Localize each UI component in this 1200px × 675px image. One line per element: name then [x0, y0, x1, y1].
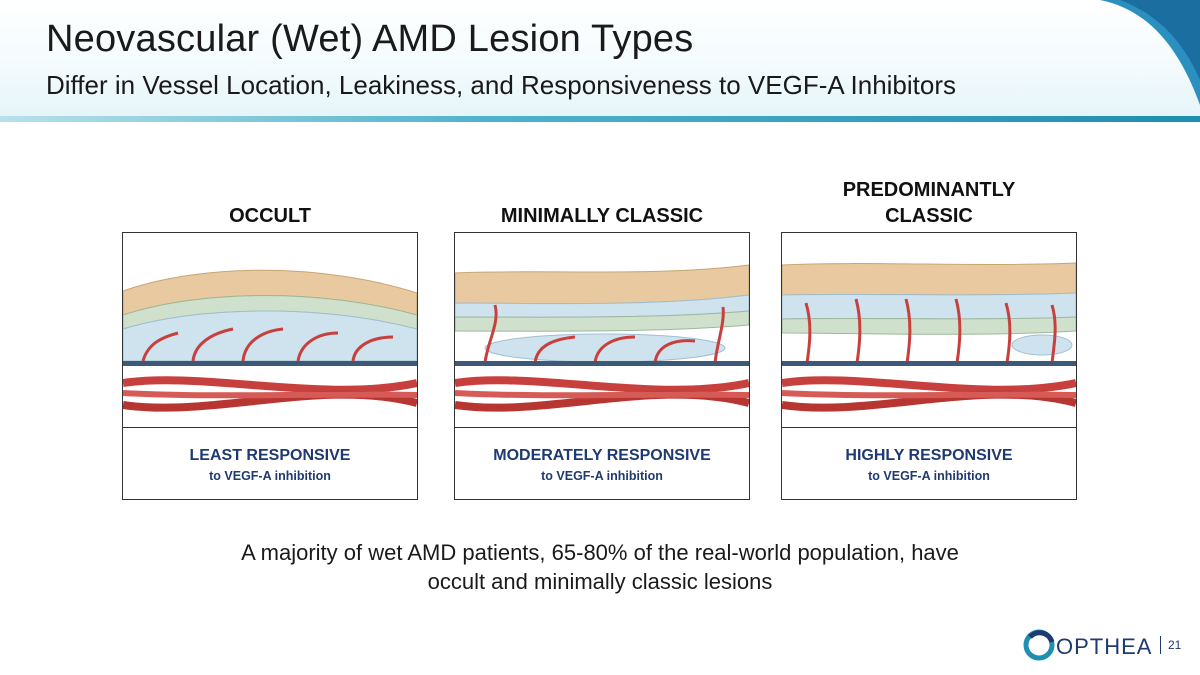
response-sublabel: to VEGF-A inhibition	[209, 469, 331, 483]
logo-wordmark: OPTHEA	[1056, 634, 1153, 659]
panel-heading-text: PREDOMINANTLY	[842, 179, 1016, 201]
summary-text: A majority of wet AMD patients, 65-80% o…	[150, 538, 1050, 596]
response-label: LEAST RESPONSIVE	[189, 447, 351, 464]
panel-divider	[782, 427, 1076, 428]
minimally-classic-lesion-illustration	[455, 233, 749, 427]
panel-heading-occult: OCCULT	[122, 203, 418, 229]
response-label: HIGHLY RESPONSIVE	[845, 447, 1013, 464]
header-divider	[0, 116, 1200, 122]
panel-heading-minimally-classic: MINIMALLY CLASSIC	[454, 203, 750, 229]
panel-heading-predominantly-classic: PREDOMINANTLY CLASSIC	[781, 177, 1077, 229]
page-number: 21	[1168, 638, 1182, 652]
page-title: Neovascular (Wet) AMD Lesion Types	[46, 18, 694, 60]
occult-lesion-illustration	[123, 233, 417, 427]
opthea-logo-icon	[1023, 629, 1055, 661]
header-band	[0, 0, 1200, 122]
lesion-panel-minimally-classic: MODERATELY RESPONSIVE to VEGF-A inhibiti…	[454, 232, 750, 500]
response-sublabel: to VEGF-A inhibition	[868, 469, 990, 483]
panel-divider	[455, 427, 749, 428]
predominantly-classic-lesion-illustration	[782, 233, 1076, 427]
response-label: MODERATELY RESPONSIVE	[493, 447, 711, 464]
panel-divider	[123, 427, 417, 428]
panel-heading-text: CLASSIC	[885, 205, 973, 227]
lesion-panel-predominantly-classic: HIGHLY RESPONSIVE to VEGF-A inhibition	[781, 232, 1077, 500]
corner-swoosh-graphic	[1100, 0, 1200, 105]
page-subtitle: Differ in Vessel Location, Leakiness, an…	[46, 70, 957, 100]
panel-heading-text: MINIMALLY CLASSIC	[500, 205, 704, 227]
panel-heading-text: OCCULT	[229, 205, 311, 227]
summary-line: occult and minimally classic lesions	[427, 569, 773, 594]
summary-line: A majority of wet AMD patients, 65-80% o…	[241, 540, 959, 565]
response-sublabel: to VEGF-A inhibition	[541, 469, 663, 483]
page-number-separator	[1160, 636, 1161, 654]
lesion-panel-occult: LEAST RESPONSIVE to VEGF-A inhibition	[122, 232, 418, 500]
